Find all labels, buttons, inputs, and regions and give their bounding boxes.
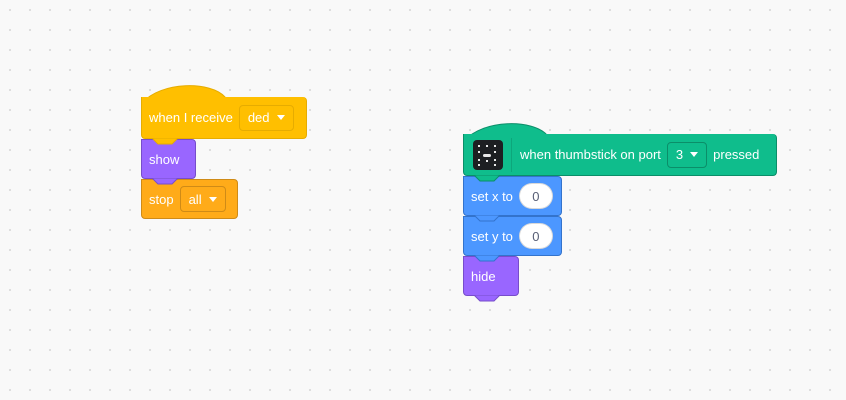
chevron-down-icon: [208, 196, 217, 202]
when-thumbstick-label: when thumbstick on port: [520, 147, 661, 162]
hat-separator: [511, 137, 512, 172]
set-y-value-input[interactable]: 0: [518, 223, 553, 249]
thumbstick-extension-icon: [473, 139, 503, 170]
set-x-value-input[interactable]: 0: [518, 183, 553, 209]
message-dropdown[interactable]: ded: [238, 104, 294, 131]
hide-label: hide: [471, 268, 496, 284]
stop-block[interactable]: stop all: [141, 179, 238, 219]
chevron-down-icon: [276, 115, 285, 120]
when-i-receive-block[interactable]: when I receive ded: [141, 97, 307, 139]
block-notch: [474, 215, 501, 222]
block-notch: [474, 255, 501, 262]
set-y-label: set y to: [471, 228, 513, 244]
when-i-receive-label: when I receive: [149, 110, 233, 125]
block-notch: [152, 138, 179, 145]
set-x-label: set x to: [471, 188, 513, 204]
stop-option-dropdown[interactable]: all: [179, 186, 226, 212]
stop-option-value: all: [188, 191, 202, 207]
set-y-block[interactable]: set y to 0: [463, 216, 562, 256]
message-dropdown-value: ded: [247, 110, 270, 125]
port-dropdown[interactable]: 3: [666, 141, 708, 168]
block-notch: [474, 175, 501, 182]
show-label: show: [149, 151, 180, 167]
stop-label: stop: [149, 191, 174, 207]
show-block[interactable]: show: [141, 139, 196, 179]
block-notch: [474, 295, 501, 302]
set-x-block[interactable]: set x to 0: [463, 176, 562, 216]
chevron-down-icon: [690, 152, 699, 157]
block-notch: [152, 178, 179, 185]
when-thumbstick-block[interactable]: when thumbstick on port 3 pressed: [463, 134, 777, 176]
pressed-label: pressed: [713, 147, 760, 162]
port-dropdown-value: 3: [675, 147, 684, 162]
